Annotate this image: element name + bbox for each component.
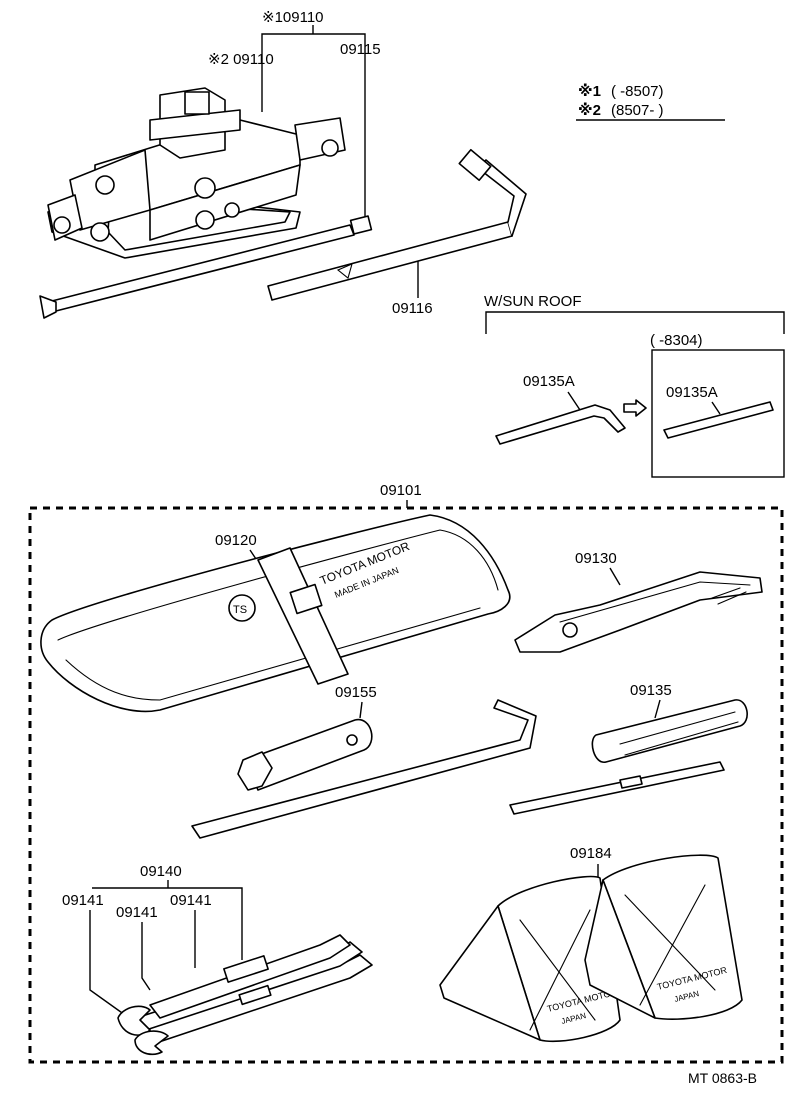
note1-range: ( -8507) bbox=[611, 83, 664, 100]
tool-set-label: 09101 bbox=[380, 482, 422, 499]
pliers-label: 09130 bbox=[575, 550, 617, 567]
sunroof-range-box bbox=[651, 349, 785, 478]
tool-set-boundary bbox=[28, 506, 784, 1064]
jack-drawing bbox=[39, 87, 373, 319]
sunroof-group: W/SUN ROOF ( -8304) 09135A 09135A bbox=[484, 293, 785, 478]
bag-logo: TS bbox=[233, 604, 247, 616]
wheel-wrench-label: 09116 bbox=[392, 300, 433, 317]
tool-bag-label: 09120 bbox=[215, 532, 257, 549]
wrench-3-label: 09141 bbox=[170, 892, 212, 909]
screwdriver: 09135 bbox=[509, 682, 748, 815]
plug-wrench-label: 09155 bbox=[335, 684, 377, 701]
tool-set-frame: 09101 bbox=[28, 482, 784, 1064]
jack-handle-label: 09115 bbox=[340, 41, 381, 58]
wrench-1-label: 09141 bbox=[62, 892, 104, 909]
sunroof-wrench-b-drawing bbox=[663, 401, 774, 439]
jack-label: ※2 09110 bbox=[208, 51, 274, 68]
note2-mark: ※2 bbox=[578, 101, 601, 119]
plug-wrench: 09155 bbox=[191, 684, 537, 839]
sunroof-wrench-a-drawing bbox=[495, 404, 626, 445]
chock-label: 09184 bbox=[570, 845, 612, 862]
wrench-set-label: 09140 bbox=[140, 863, 182, 880]
screwdriver-label: 09135 bbox=[630, 682, 672, 699]
wrench-set: 09140 09141 09141 09141 bbox=[62, 863, 373, 1056]
pliers: 09130 bbox=[514, 550, 763, 653]
sunroof-wrench-a-label: 09135A bbox=[523, 373, 575, 390]
sunroof-bracket bbox=[485, 311, 785, 334]
jack-assy-label: ※109110 bbox=[262, 9, 324, 26]
sunroof-group-label: W/SUN ROOF bbox=[484, 293, 582, 310]
wheel-chock: 09184 TOYOTA MOTOR JAPAN TOYOTA MOTOR JA… bbox=[439, 845, 743, 1043]
tool-bag: 09120 TS TOYOTA MOTOR MADE IN JAPAN bbox=[40, 514, 511, 713]
arrow-icon bbox=[623, 399, 647, 417]
note1-mark: ※1 bbox=[578, 82, 601, 100]
sunroof-wrench-b-label: 09135A bbox=[666, 384, 718, 401]
figure-code: MT 0863-B bbox=[688, 1070, 757, 1086]
jack-callouts: ※109110 ※2 09110 09115 09116 bbox=[208, 9, 433, 317]
sunroof-range: ( -8304) bbox=[650, 332, 703, 349]
revision-notes: ※1 ( -8507) ※2 (8507- ) bbox=[576, 82, 725, 121]
wrench-2-label: 09141 bbox=[116, 904, 158, 921]
note2-range: (8507- ) bbox=[611, 102, 664, 119]
wheel-wrench-drawing bbox=[267, 148, 527, 301]
